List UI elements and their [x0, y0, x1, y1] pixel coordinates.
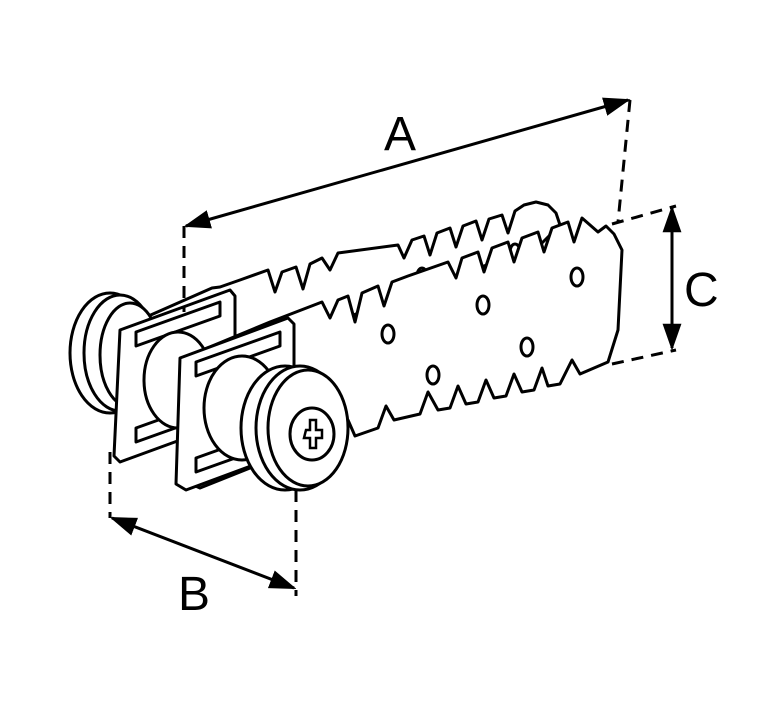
dimension-b-line — [109, 516, 297, 590]
dimension-a-extension-right — [616, 99, 632, 223]
dimension-c-extension-top — [611, 204, 677, 226]
dimension-b-label: B — [178, 568, 210, 621]
dimension-c-label: C — [684, 264, 719, 317]
dimension-a-label: A — [384, 108, 416, 161]
dimension-lines — [108, 97, 682, 596]
dimension-a-line — [183, 97, 631, 229]
dimension-c-extension-bottom — [611, 348, 677, 366]
phillips-screw-icon — [288, 406, 336, 462]
